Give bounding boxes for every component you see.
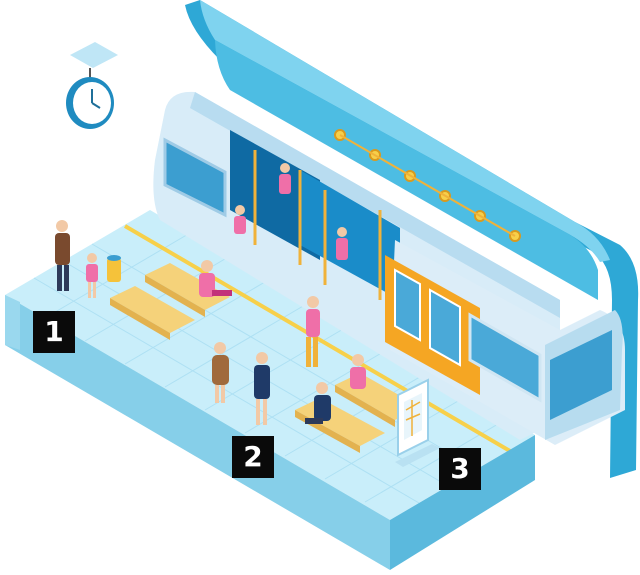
person <box>234 205 246 234</box>
clock-icon <box>66 42 118 129</box>
person <box>86 253 98 298</box>
info-board-icon <box>395 378 440 467</box>
person <box>254 352 270 425</box>
person <box>305 382 331 424</box>
person <box>212 342 229 403</box>
person <box>199 260 232 297</box>
person <box>279 163 291 194</box>
passengers <box>55 163 366 425</box>
marker-3: 3 <box>439 448 481 490</box>
marker-2: 2 <box>232 436 274 478</box>
person <box>55 220 70 291</box>
marker-1: 1 <box>33 311 75 353</box>
person <box>336 227 348 260</box>
canopy <box>185 0 639 478</box>
bin-icon <box>107 255 121 282</box>
person <box>350 354 366 389</box>
person <box>306 296 320 367</box>
train <box>153 91 625 445</box>
